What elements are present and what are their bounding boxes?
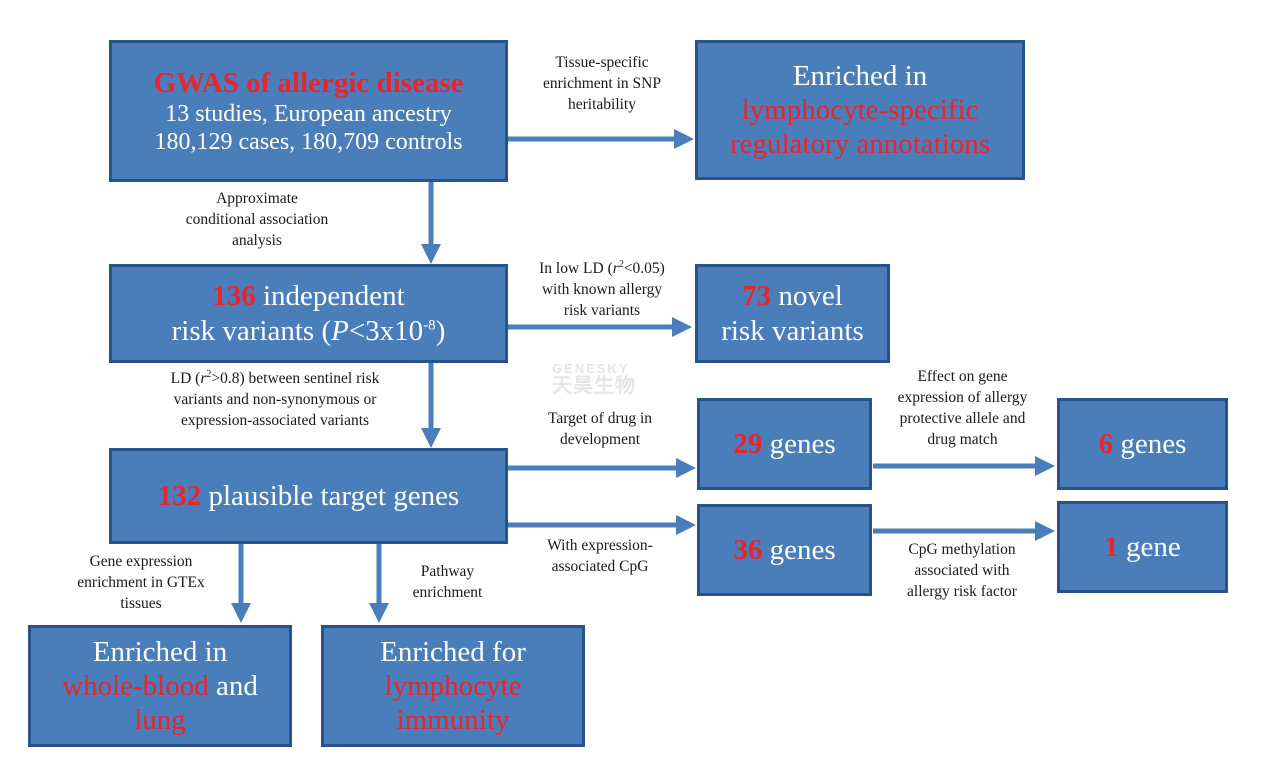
label-lowld-line3: risk variants [563,302,641,319]
label-effect-line1: Effect on gene [917,368,1008,385]
watermark-cjk: 天昊生物 [552,374,636,397]
label-ld-r: r [200,370,207,388]
novel-risk-variants: risk variants [721,314,864,347]
label-effect: Effect on gene expression of allergy pro… [880,367,1045,451]
label-lowld-a: In low LD ( [539,260,613,278]
label-gtex-line2: enrichment in GTEx [77,573,205,591]
enriched-lymphocyte-box: Enriched in lymphocyte-specific regulato… [695,40,1025,180]
gwas-box: GWAS of allergic disease 13 studies, Eur… [109,40,508,182]
whole-blood-line1: Enriched in [92,635,228,668]
label-pathway-line2: enrichment [412,583,483,601]
whole-blood-and: and [208,669,258,702]
label-ld-b: >0.8) between sentinel risk [211,370,380,388]
label-lowld-b: <0.05) [623,260,665,278]
genes-6-box: 6 genes [1057,398,1228,490]
plausible-count: 132 [157,479,202,512]
genes-29-box: 29 genes [697,398,872,490]
label-cpg-line1: CpG methylation [908,541,1016,558]
gwas-title: GWAS of allergic disease [153,66,464,99]
label-approx-line2: conditional association [185,210,329,228]
independent-text: independent [255,280,405,313]
label-ld-line3: expression-associated variants [180,412,370,429]
label-gtex-line3: tissues [120,594,162,612]
genes-36-box: 36 genes [697,504,872,596]
label-effect-line3: protective allele and [899,409,1026,427]
label-drug-line1: Target of drug in [547,410,653,427]
gene1-text: gene [1118,530,1181,563]
label-tissue-line3: heritability [567,95,636,113]
whole-blood-red: whole-blood [62,669,209,702]
lymphocyte-immunity-box: Enriched for lymphocyte immunity [321,625,585,747]
label-drug-target: Target of drug in development [520,409,680,451]
label-tissue-specific: Tissue-specific enrichment in SNP herita… [522,53,682,116]
independent-count: 136 [212,280,256,313]
plausible-text: plausible target genes [201,479,460,512]
label-gtex-line1: Gene expression [89,553,193,570]
label-effect-line4: drug match [927,430,998,448]
gwas-cases: 180,129 cases, 180,709 controls [154,129,463,156]
label-ld-line2: variants and non-synonymous or [173,391,377,409]
label-cpg-line3: allergy risk factor [907,582,1017,600]
independent-risk-text: risk variants ( [171,314,332,347]
genes29-count: 29 [733,427,763,460]
label-cpg-methylation: CpG methylation associated with allergy … [872,540,1052,603]
novel-variants-box: 73 novel risk variants [695,264,890,363]
label-ld-sup: 2 [206,369,212,380]
p-threshold: <3x10 [348,314,424,347]
whole-blood-lung: lung [134,704,186,737]
p-close: ) [435,314,446,347]
lymph-immunity-line3: immunity [396,704,510,737]
genes36-text: genes [762,533,836,566]
label-lowld-line2: with known allergy [541,281,663,299]
label-with-expression: With expression- associated CpG [520,536,680,578]
genes6-text: genes [1113,427,1187,460]
independent-variants-box: 136 independent risk variants (P<3x10-8) [109,264,508,363]
plausible-genes-box: 132 plausible target genes [109,448,508,544]
label-tissue-line2: enrichment in SNP [543,74,661,92]
enriched-lymph-line3: regulatory annotations [729,128,991,161]
gene1-count: 1 [1104,530,1119,563]
label-low-ld: In low LD (r2<0.05) with known allergy r… [512,258,692,322]
watermark: GENESKY 天昊生物 [552,362,636,397]
lymph-immunity-line1: Enriched for [380,635,526,668]
label-pathway-line1: Pathway [420,563,475,580]
label-lowld-r: r [612,260,619,278]
label-cpg-line2: associated with [914,561,1010,579]
label-ld-a: LD ( [170,370,201,388]
label-ld-sentinel: LD (r2>0.8) between sentinel risk varian… [130,368,420,432]
enriched-lymph-line2: lymphocyte-specific [741,93,979,126]
p-symbol: P [331,314,349,347]
label-effect-line2: expression of allergy [897,388,1028,406]
p-exponent: -8 [423,316,436,333]
gwas-studies: 13 studies, European ancestry [165,100,452,127]
label-withexpr-line1: With expression- [547,537,653,554]
lymph-immunity-line2: lymphocyte [384,669,522,702]
label-lowld-sup: 2 [618,259,624,270]
genes6-count: 6 [1098,427,1114,460]
novel-text: novel [771,280,843,313]
label-gtex: Gene expression enrichment in GTEx tissu… [56,552,226,615]
genes36-count: 36 [733,533,763,566]
watermark-latin: GENESKY [552,361,630,376]
gene-1-box: 1 gene [1057,501,1228,593]
label-tissue-line1: Tissue-specific [555,54,649,71]
label-approx-line3: analysis [232,231,282,249]
label-approx-line1: Approximate [216,190,298,207]
genes29-text: genes [762,427,836,460]
label-approximate: Approximate conditional association anal… [172,189,342,252]
whole-blood-lung-box: Enriched in whole-blood and lung [28,625,292,747]
label-withexpr-line2: associated CpG [551,557,649,575]
label-drug-line2: development [559,430,641,448]
enriched-lymph-line1: Enriched in [792,59,928,92]
label-pathway: Pathway enrichment [395,562,500,604]
novel-count: 73 [742,280,772,313]
